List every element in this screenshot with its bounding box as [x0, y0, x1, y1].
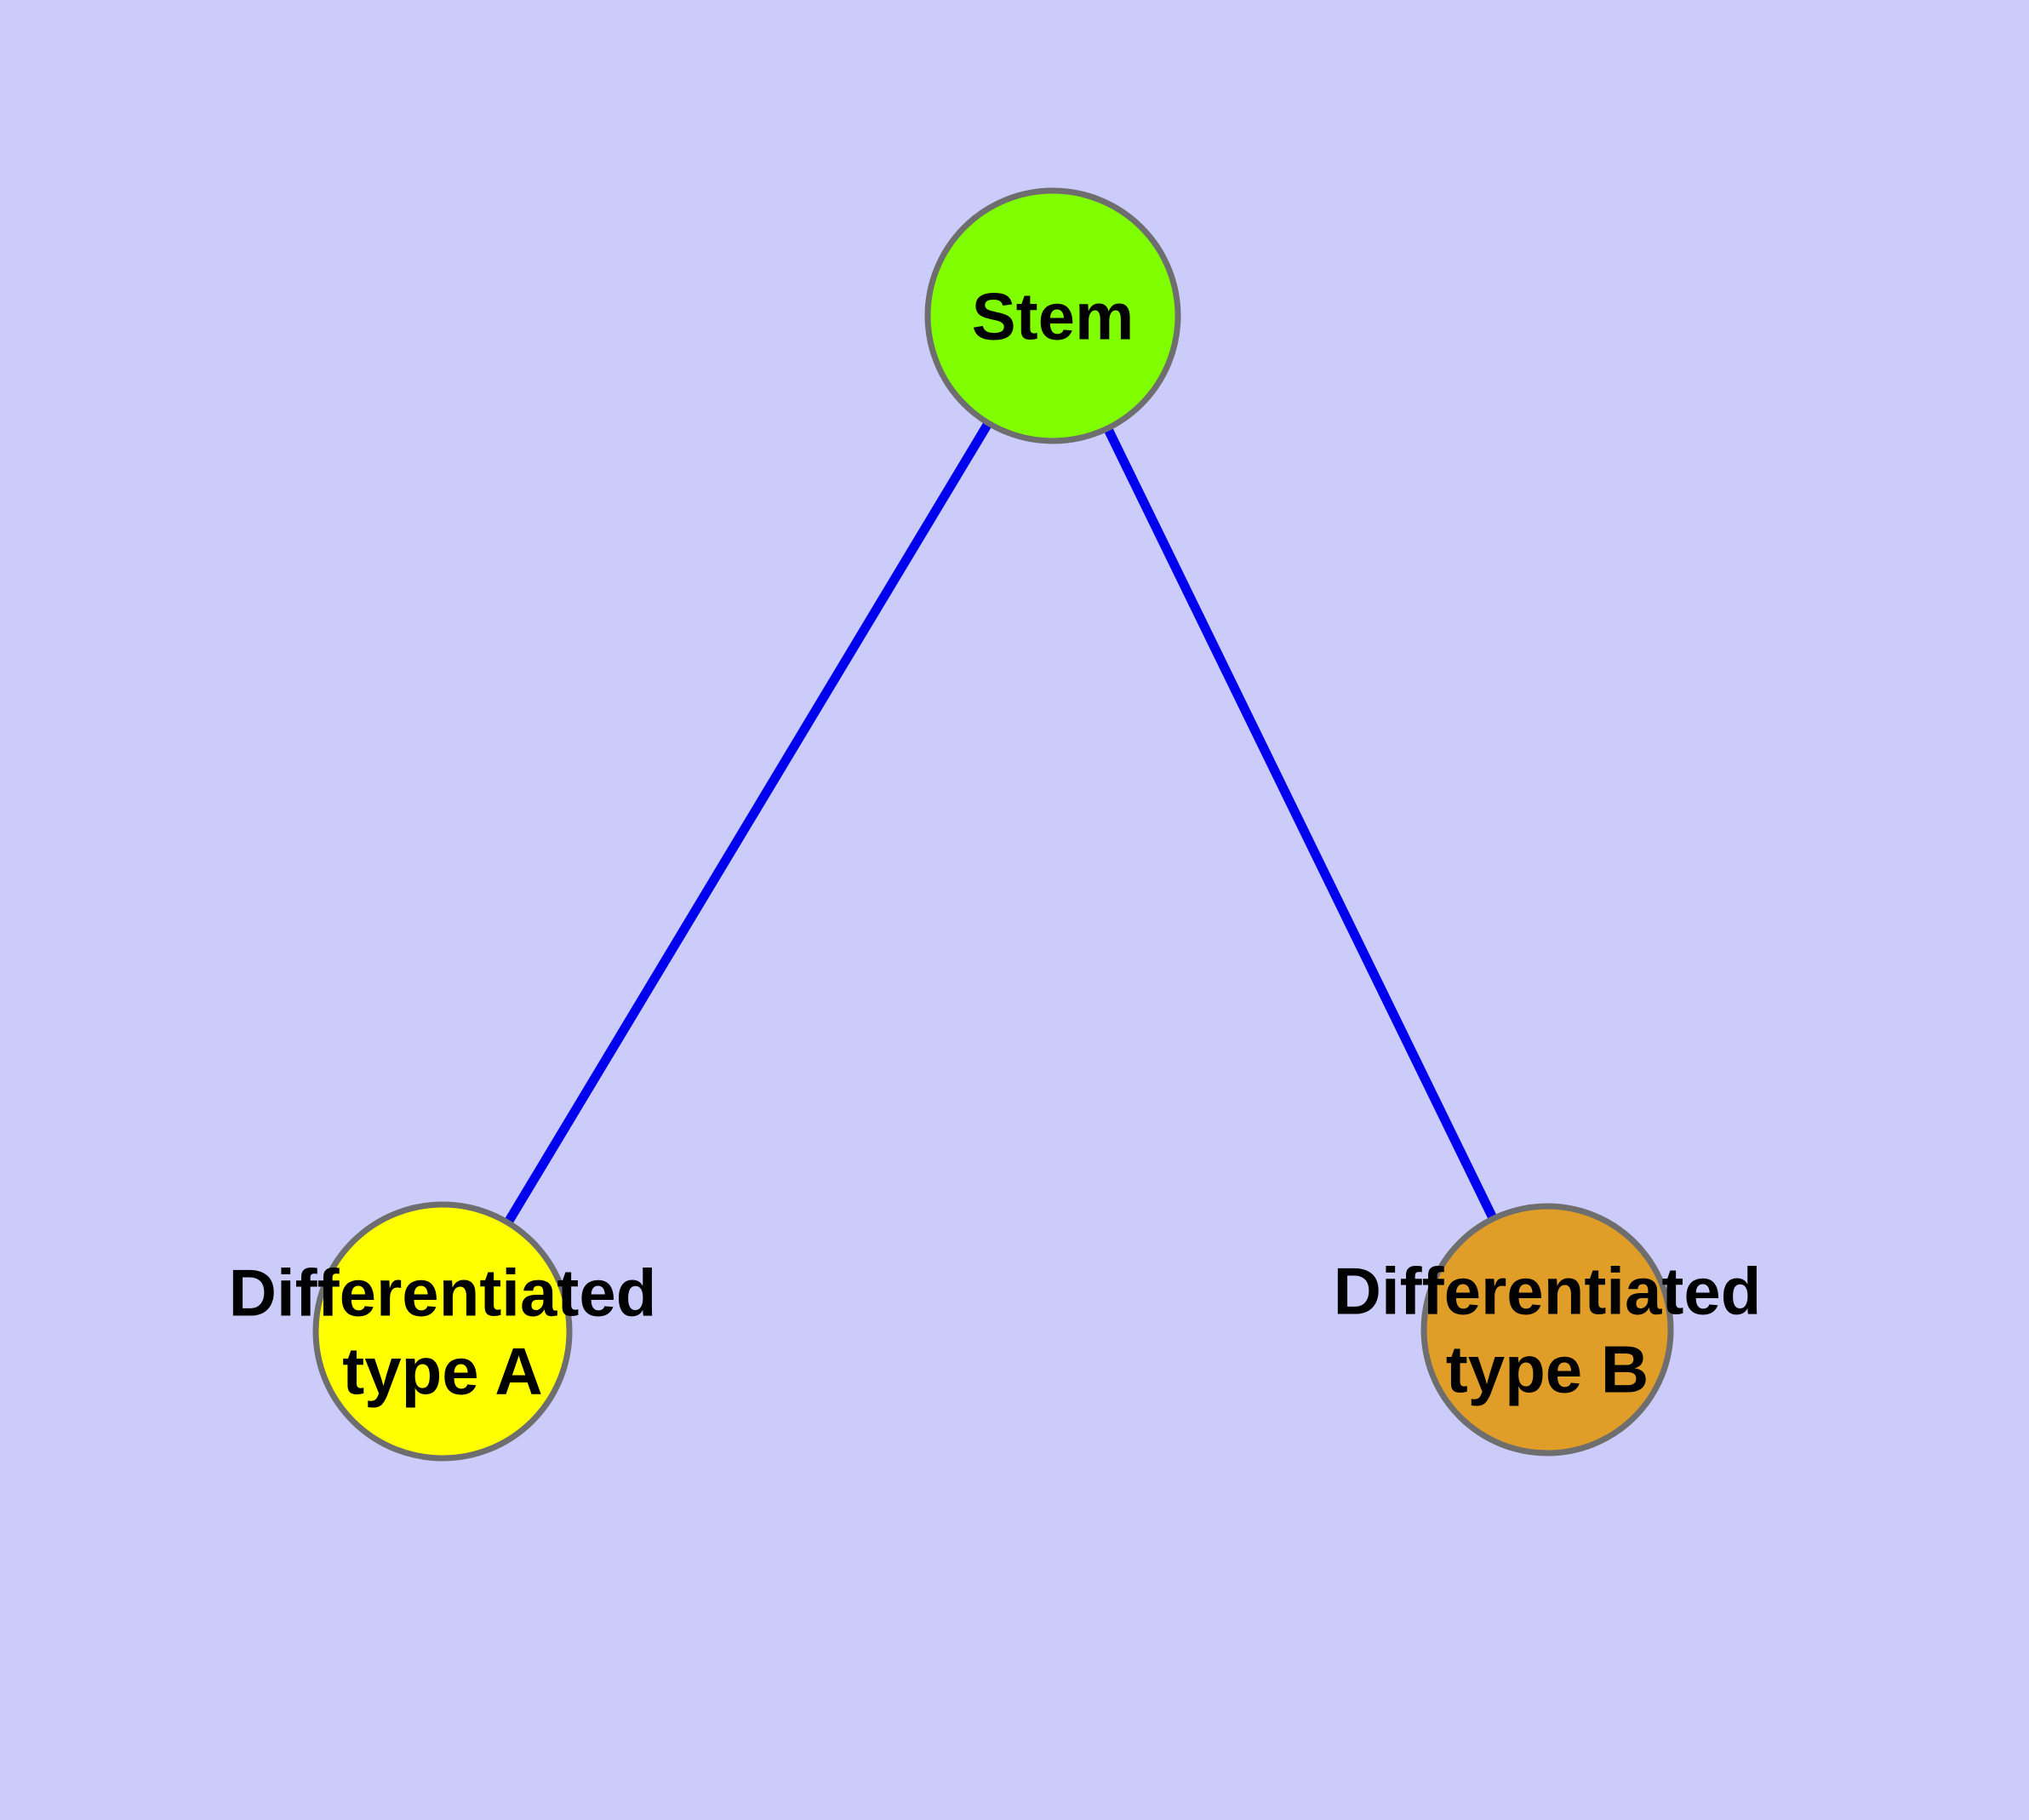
graph-node-stem[interactable]	[924, 187, 1181, 444]
nodes-layer	[312, 187, 1674, 1462]
graph-node-label-stem: Stem	[972, 278, 1135, 353]
graph-edge-stem-diff_a[interactable]	[505, 422, 992, 1223]
edges-layer	[505, 422, 1497, 1223]
label-line: type B	[1446, 1331, 1649, 1406]
label-line: Differentiated	[229, 1255, 657, 1330]
label-line: Differentiated	[1334, 1253, 1762, 1328]
graph-edge-stem-diff_b[interactable]	[1104, 428, 1497, 1219]
label-line: Stem	[972, 278, 1135, 353]
label-line: type A	[342, 1333, 543, 1408]
graph-node-diff_a[interactable]	[312, 1201, 573, 1462]
graph-node-diff_b[interactable]	[1420, 1203, 1674, 1457]
